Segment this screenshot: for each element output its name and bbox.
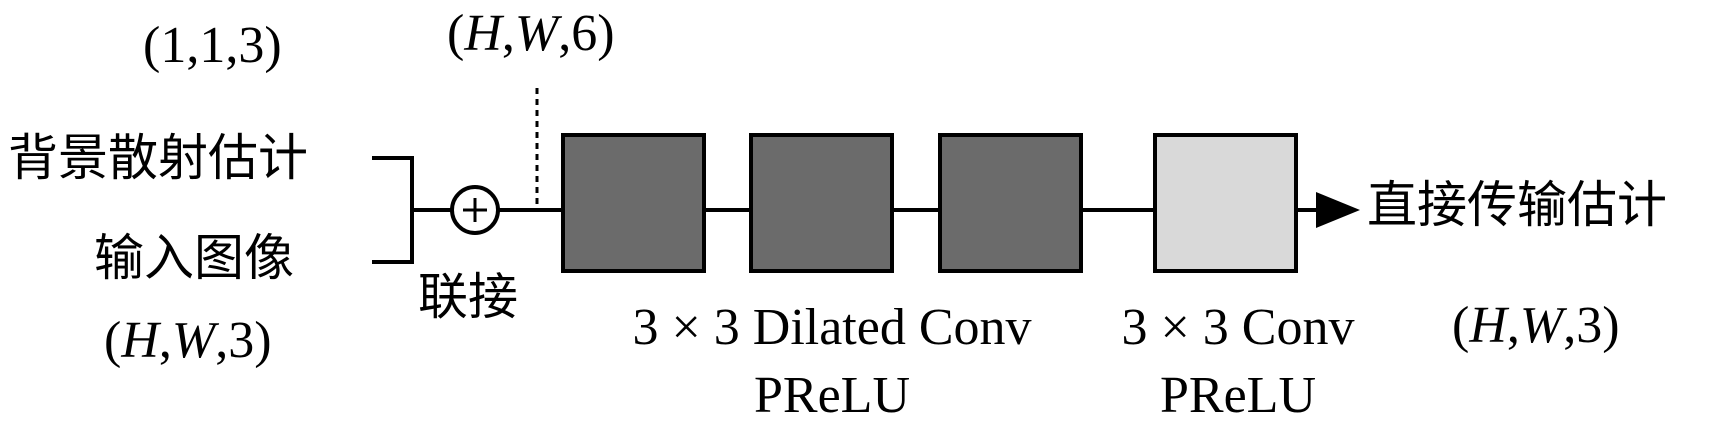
conv-caption-line1: 3 × 3 Conv xyxy=(1121,299,1355,356)
input-shape-label: (H,W,3) xyxy=(104,312,272,369)
input-image-label: 输入图像 xyxy=(94,229,294,287)
dilated-conv-block-3 xyxy=(938,133,1083,273)
dilated-conv-caption: 3 × 3 Dilated Conv PReLU xyxy=(592,302,1072,422)
dilated-conv-caption-line1: 3 × 3 Dilated Conv xyxy=(632,299,1032,356)
input-bracket xyxy=(372,156,452,264)
conv-block xyxy=(1153,133,1298,273)
background-shape-label: (1,1,3) xyxy=(143,17,282,74)
conv-caption-line2: PReLU xyxy=(1160,367,1316,424)
dilated-conv-block-1 xyxy=(561,133,706,273)
conv-caption: 3 × 3 Conv PReLU xyxy=(1098,302,1378,422)
output-label: 直接传输估计 xyxy=(1367,176,1667,234)
output-shape-label: (H,W,3) xyxy=(1452,297,1620,354)
dilated-conv-block-2 xyxy=(749,133,894,273)
concat-shape-label: (H,W,6) xyxy=(447,5,615,62)
concat-label: 联接 xyxy=(418,268,518,326)
output-arrow-head xyxy=(1316,192,1360,228)
dilated-conv-caption-line2: PReLU xyxy=(754,367,910,424)
background-scatter-label: 背景散射估计 xyxy=(8,129,308,187)
